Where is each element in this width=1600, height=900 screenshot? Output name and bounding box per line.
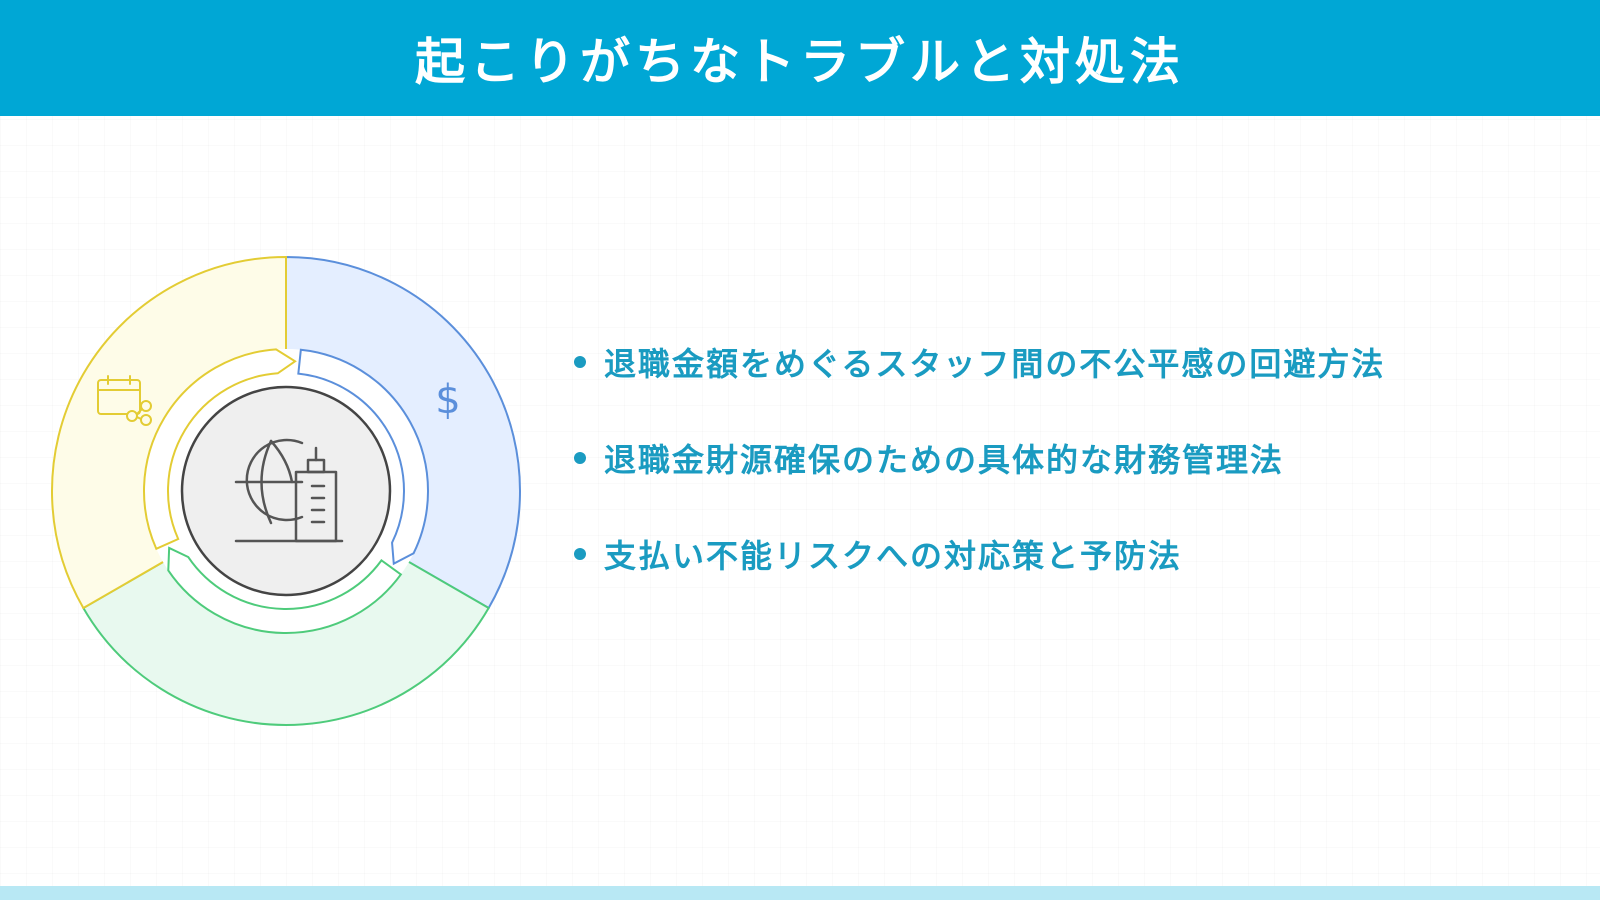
center-hub	[180, 385, 392, 597]
calendar-share-icon	[97, 375, 152, 426]
bullet-text: 退職金財源確保のための具体的な財務管理法	[604, 441, 1285, 479]
cycle-arrow-blue	[297, 348, 429, 566]
bullet-text: 退職金額をめぐるスタッフ間の不公平感の回避方法	[604, 345, 1386, 383]
bullet-dot	[574, 356, 586, 368]
page-title: 起こりがちなトラブルと対処法	[415, 33, 1185, 91]
list-item: 退職金財源確保のための具体的な財務管理法	[574, 434, 1584, 482]
bullet-text: 支払い不能リスクへの対応策と予防法	[604, 537, 1183, 575]
footer-bar	[0, 886, 1600, 900]
cycle-arrow-green	[167, 546, 403, 634]
bullet-list: 退職金額をめぐるスタッフ間の不公平感の回避方法 退職金財源確保のための具体的な財…	[574, 338, 1584, 626]
svg-text:$: $	[435, 377, 460, 423]
dollar-icon: $	[435, 377, 460, 423]
bullet-dot	[574, 548, 586, 560]
bullet-dot	[574, 452, 586, 464]
list-item: 支払い不能リスクへの対応策と予防法	[574, 530, 1584, 578]
globe-building-icon	[234, 438, 344, 543]
list-item: 退職金額をめぐるスタッフ間の不公平感の回避方法	[574, 338, 1584, 386]
cycle-arrow-yellow	[143, 348, 297, 551]
cycle-diagram: $	[51, 255, 521, 726]
header-banner: 起こりがちなトラブルと対処法	[0, 0, 1600, 116]
